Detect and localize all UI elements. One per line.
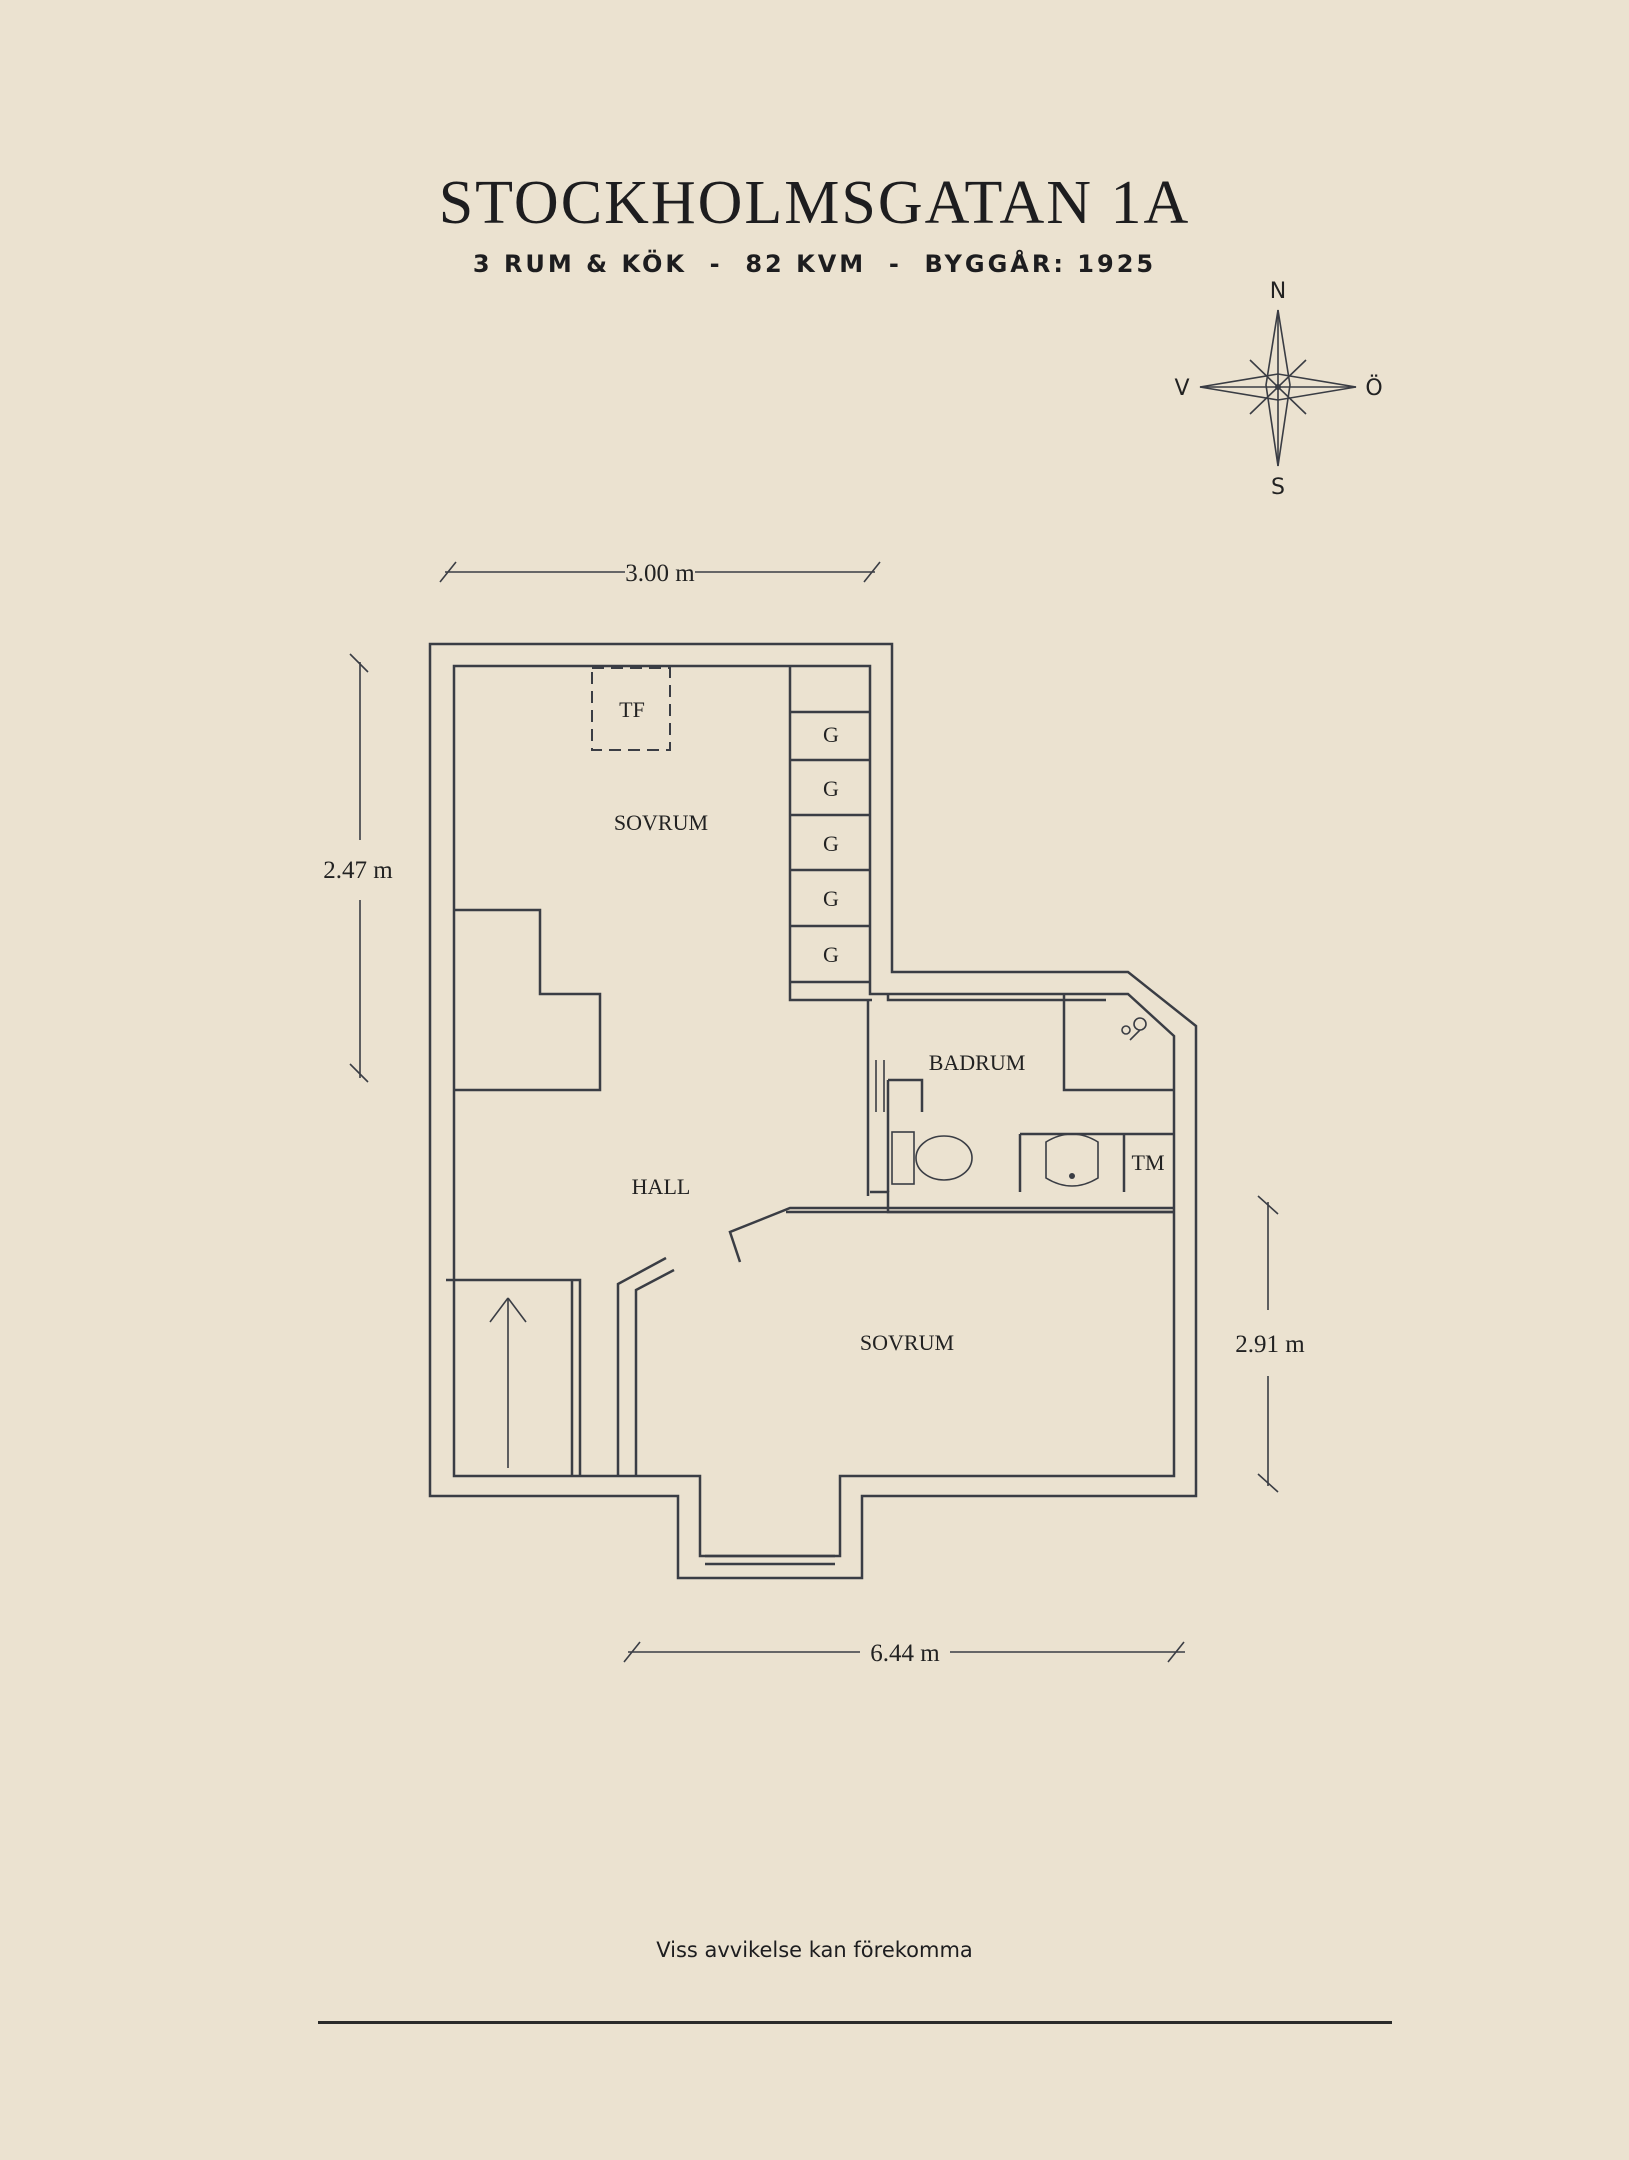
room-bedroom-bottom-label: SOVRUM	[860, 1330, 954, 1355]
closet-label: G	[823, 831, 839, 856]
disclaimer-text: Viss avvikelse kan förekomma	[656, 1938, 973, 1962]
closet-label: G	[823, 776, 839, 801]
compass-north-label: N	[1270, 279, 1286, 304]
tm-label: TM	[1132, 1150, 1165, 1175]
shower-icon	[1121, 1017, 1147, 1041]
closet-label: G	[823, 942, 839, 967]
dimension-top-label: 3.00 m	[625, 560, 695, 587]
dimension-bottom: 6.44 m	[623, 1640, 1185, 1667]
dimension-right-label: 2.91 m	[1235, 1331, 1305, 1358]
dimension-bottom-label: 6.44 m	[870, 1640, 940, 1667]
page-title: STOCKHOLMSGATAN 1A	[438, 169, 1191, 237]
dimension-top: 3.00 m	[439, 560, 881, 587]
tf-box	[591, 667, 671, 751]
compass-south-label: S	[1271, 475, 1285, 500]
room-bathroom-label: BADRUM	[929, 1050, 1026, 1075]
dimension-left-label: 2.47 m	[323, 857, 393, 884]
room-bedroom-top-label: SOVRUM	[614, 810, 708, 835]
room-hall-label: HALL	[632, 1174, 691, 1199]
toilet-icon	[891, 1131, 973, 1185]
dimension-left: 2.47 m	[323, 653, 393, 1083]
compass-rose-icon: N S V Ö	[1174, 279, 1382, 500]
closet-label: G	[823, 722, 839, 747]
closet-label: G	[823, 886, 839, 911]
compass-east-label: Ö	[1365, 375, 1382, 401]
dimension-right: 2.91 m	[1235, 1195, 1305, 1493]
sink-icon	[1045, 1133, 1099, 1187]
property-summary: 3 RUM & KÖK - 82 KVM - BYGGÅR: 1925	[472, 250, 1157, 278]
tf-label: TF	[619, 697, 645, 722]
footer-divider	[318, 2021, 1392, 2024]
interior-walls	[446, 666, 1174, 1476]
exterior-walls	[428, 642, 1198, 1580]
compass-west-label: V	[1174, 376, 1189, 401]
